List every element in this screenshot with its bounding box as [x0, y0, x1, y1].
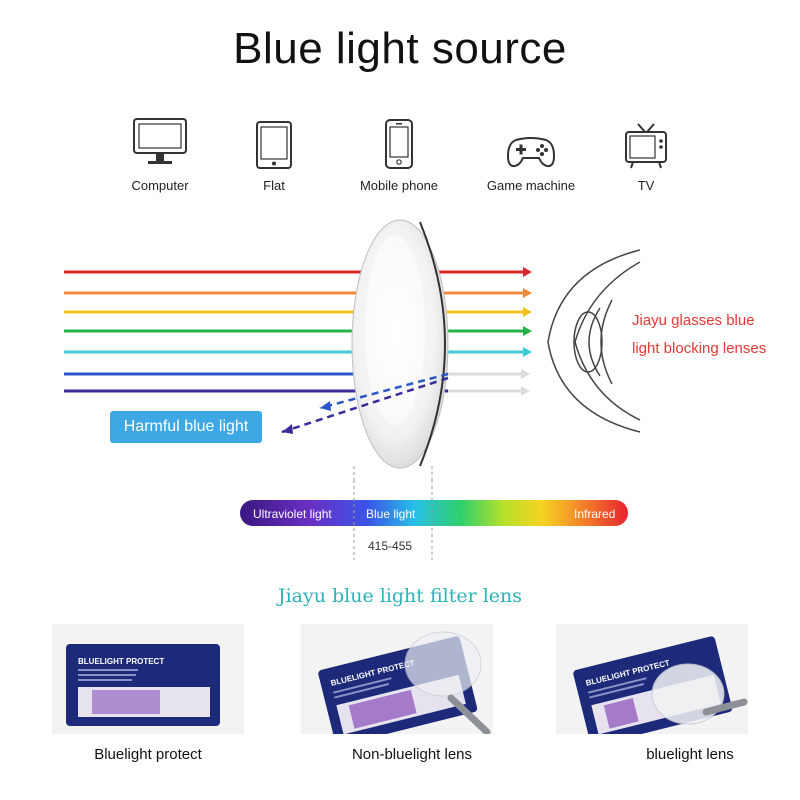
eye-illustration	[547, 249, 641, 433]
ray-arrowhead	[523, 288, 532, 298]
device-flat: Flat	[209, 112, 339, 193]
device-computer: Computer	[95, 112, 225, 193]
gamepad-icon	[506, 137, 556, 168]
photo-bluelight-protect: BLUELIGHT PROTECT	[52, 624, 244, 734]
photo-caption: bluelight lens	[646, 746, 734, 763]
ray-arrowhead	[523, 267, 532, 277]
device-label: Mobile phone	[359, 178, 439, 193]
ray-arrowhead	[521, 386, 530, 396]
device-game-machine: Game machine	[466, 112, 596, 193]
lens	[351, 219, 449, 469]
device-mobile-phone: Mobile phone	[334, 112, 464, 193]
tablet-icon	[256, 121, 292, 169]
ray-arrowhead	[521, 369, 530, 379]
photo-caption: Bluelight protect	[94, 746, 202, 763]
spectrum-uv-label: Ultraviolet light	[253, 507, 332, 521]
page-title: Blue light source	[233, 24, 567, 73]
tv-icon	[625, 123, 667, 169]
device-label: Flat	[263, 178, 285, 193]
blue-light-range: 415-455	[368, 539, 413, 553]
harmful-blue-light-badge: Harmful blue light	[110, 411, 262, 443]
device-label: Game machine	[486, 178, 576, 193]
lens-note-line-1: Jiayu glasses blue	[632, 312, 755, 329]
ray-arrowhead	[523, 326, 532, 336]
device-tv: TV	[581, 112, 711, 193]
card-title: BLUELIGHT PROTECT	[78, 657, 164, 666]
computer-monitor-icon	[133, 118, 187, 164]
device-label: Computer	[131, 178, 189, 193]
photo-caption: Non-bluelight lens	[351, 746, 473, 763]
lens-note-line-2: light blocking lenses	[632, 340, 767, 357]
light-rays	[64, 267, 532, 396]
ray-arrowhead	[523, 307, 532, 317]
spectrum-ir-label: Infrared	[574, 507, 616, 521]
device-label: TV	[637, 178, 655, 193]
ray-arrowhead	[523, 347, 532, 357]
photo-non-bluelight-lens: BLUELIGHT PROTECT	[301, 624, 493, 734]
reflected-blue-light	[281, 372, 449, 434]
mobile-phone-icon	[385, 119, 413, 169]
light-ray-diagram	[64, 219, 641, 480]
spectrum-blue-label: Blue light	[366, 507, 416, 521]
spectrum-bar	[240, 480, 628, 560]
photo-bluelight-lens: BLUELIGHT PROTECT	[556, 624, 748, 734]
section-subtitle: Jiayu blue light filter lens	[277, 585, 523, 607]
